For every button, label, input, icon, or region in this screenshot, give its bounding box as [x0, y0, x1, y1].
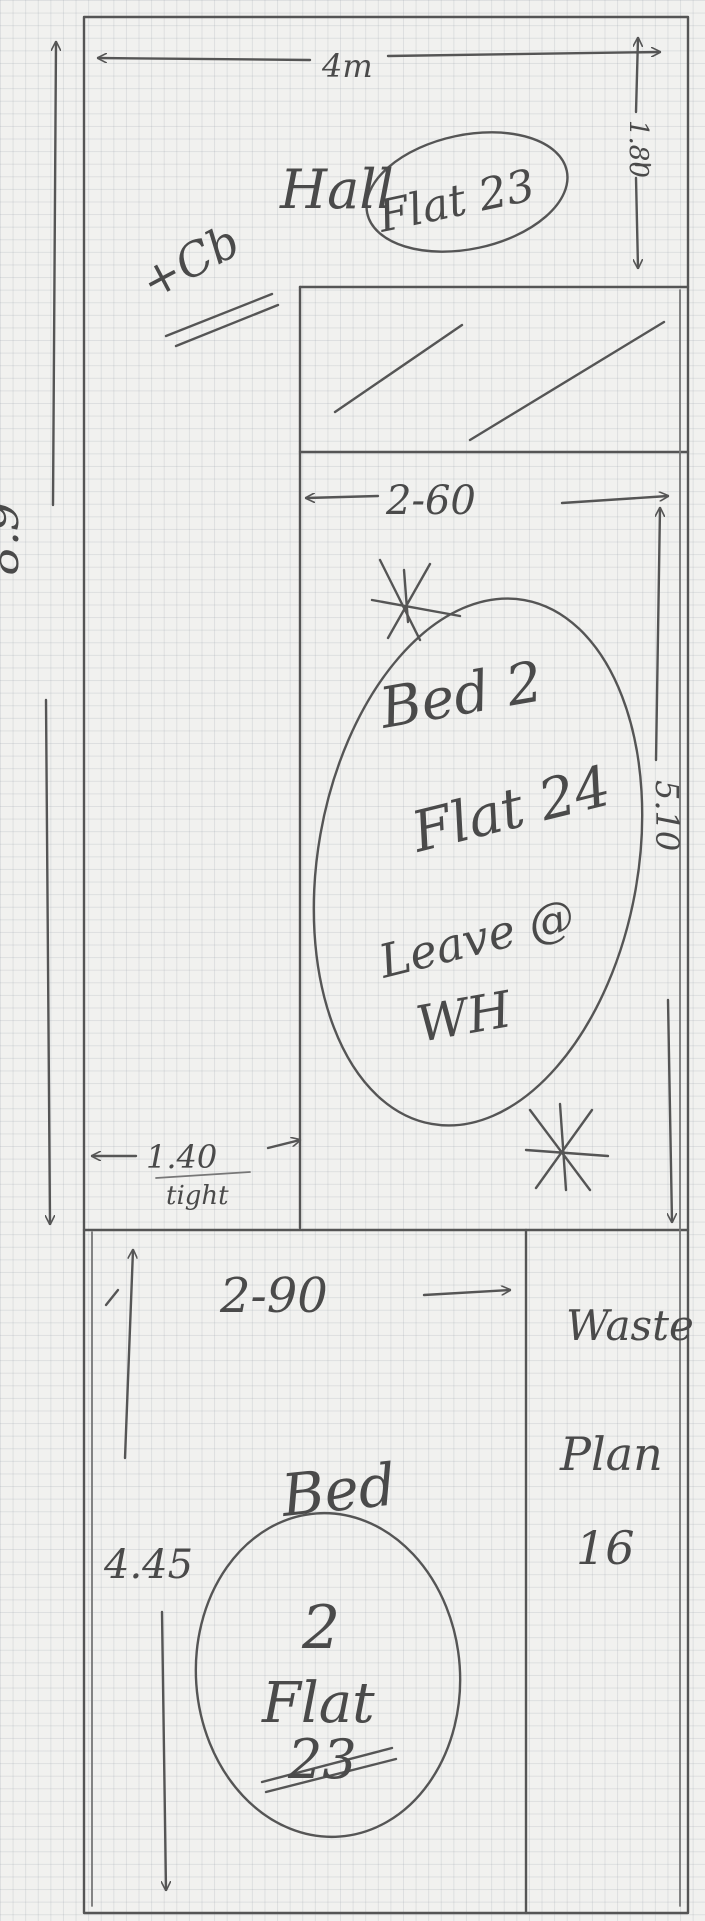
plan-label: Plan — [559, 1427, 663, 1481]
underlines — [155, 163, 652, 1794]
bed2-flat-label: Flat 24 — [405, 754, 617, 866]
hatch-line — [333, 323, 464, 414]
hall-depth-label: 1.80 — [623, 120, 653, 178]
overall-width-arrow — [386, 52, 662, 58]
walls — [82, 15, 690, 1915]
flat23-underline — [264, 1757, 398, 1794]
hall-title: Hall — [279, 158, 394, 221]
bed2-length-label: 5.10 — [648, 780, 686, 851]
bed2-width-arrow — [560, 496, 668, 505]
outer-wall — [82, 15, 690, 1915]
bed2-circle — [312, 597, 644, 1127]
bed-flat-number-label: 23 — [287, 1728, 357, 1791]
corridor-width-label: 1.40 — [146, 1138, 217, 1176]
flat23-underline — [260, 1746, 394, 1784]
dimension-arrows — [44, 36, 672, 1892]
bed2-title: Bed 2 — [374, 649, 547, 742]
bed2-note-label: WH — [412, 980, 517, 1054]
bed-title: Bed — [277, 1450, 399, 1530]
hall-depth-arrow — [636, 176, 638, 270]
storage-hatch — [333, 320, 666, 442]
bed2-length-arrow — [666, 998, 672, 1224]
corridor-arrow — [266, 1140, 300, 1150]
cupboard-underline — [174, 303, 280, 348]
bed2-width-arrow — [304, 496, 380, 498]
hatch-line — [468, 320, 666, 442]
hall-flat-label: Flat 23 — [373, 160, 540, 243]
cupboard-label: +Cb — [132, 214, 248, 310]
overall-width-arrow — [96, 58, 312, 60]
bed-length-arrow — [123, 1248, 133, 1460]
plan-number-label: 16 — [576, 1521, 635, 1575]
overall-length-arrow — [53, 40, 56, 507]
bed-length-arrow — [160, 1610, 166, 1892]
tight-underline — [155, 1171, 251, 1179]
overall-length-label: 8.9 — [0, 502, 29, 575]
cupboard-underline — [164, 292, 274, 338]
corridor-note-label: tight — [166, 1181, 229, 1211]
waste-label: Waste — [566, 1301, 694, 1350]
bed-flat-circle — [194, 1511, 462, 1839]
bed2-length-arrow — [654, 506, 660, 762]
bed-width-arrow — [422, 1290, 510, 1297]
bed2-note-label: Leave @ — [373, 888, 580, 989]
bed2-width-label: 2-60 — [385, 478, 476, 524]
star-mark — [370, 558, 462, 642]
hall-depth-arrow — [636, 36, 638, 114]
bed-length-label: 4.45 — [103, 1542, 193, 1588]
overall-length-arrow — [44, 698, 50, 1226]
hall-flat-circle — [365, 131, 569, 253]
bed-flat-label: Flat — [261, 1671, 375, 1736]
labels: 4m 1.80 8.9 Hall Flat 23 +Cb 2-60 5.10 B… — [0, 47, 694, 1791]
overall-width-label: 4m — [321, 47, 373, 85]
bed-number-label: 2 — [301, 1593, 340, 1663]
bed-width-start-mark — [104, 1288, 120, 1307]
bed-width-label: 2-90 — [219, 1268, 328, 1324]
star-mark — [524, 1102, 610, 1192]
annotation-circles — [194, 131, 644, 1839]
